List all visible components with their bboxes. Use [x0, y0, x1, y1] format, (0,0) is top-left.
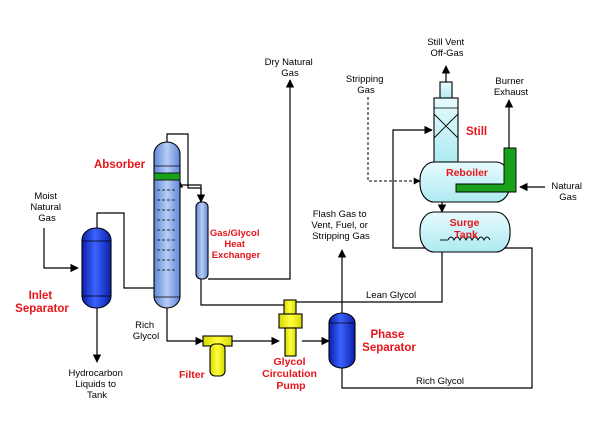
label-absorber: Absorber	[94, 159, 146, 171]
label-hydrocarbon-liquids: Hydrocarbon Liquids to Tank	[68, 368, 125, 401]
label-rich-glycol-return: Rich Glycol	[416, 376, 464, 387]
pipe-separator-to-absorber	[96, 212, 154, 289]
label-burner-exhaust: Burner Exhaust	[494, 76, 529, 98]
pipe-lean-glycol-to-absorber-top	[174, 179, 202, 202]
label-moist-natural-gas: Moist Natural Gas	[30, 191, 63, 224]
label-lean-glycol: Lean Glycol	[366, 290, 416, 301]
glycol-circulation-pump	[278, 299, 303, 357]
label-inlet-separator: Inlet Separator	[15, 290, 69, 315]
reboiler	[419, 147, 517, 203]
label-gas-glycol-heat-exchanger: Gas/Glycol Heat Exchanger	[210, 228, 262, 261]
label-surge-tank: Surge Tank	[450, 217, 483, 241]
label-reboiler: Reboiler	[446, 167, 488, 179]
pipe-rich-glycol-return	[341, 125, 533, 389]
gas-glycol-heat-exchanger	[195, 201, 209, 280]
label-natural-gas: Natural Gas	[551, 181, 584, 203]
pipe-dry-natural-gas	[208, 79, 295, 280]
label-flash-gas: Flash Gas to Vent, Fuel, or Stripping Ga…	[311, 209, 370, 242]
pipe-moist-gas-inlet	[43, 228, 79, 273]
surge-tank	[419, 211, 511, 253]
label-phase-separator: Phase Separator	[362, 329, 416, 354]
label-still-vent: Still Vent Off-Gas	[427, 37, 467, 59]
labels: Dry Natural Gas Still Vent Off-Gas Strip…	[15, 37, 584, 401]
pipe-stripping-gas	[367, 97, 421, 185]
label-dry-natural-gas: Dry Natural Gas	[265, 57, 316, 79]
still-column	[433, 81, 459, 163]
absorber-column	[153, 141, 181, 309]
label-stripping-gas: Stripping Gas	[346, 74, 386, 96]
pipe-rich-glycol-to-filter	[166, 306, 204, 346]
inlet-separator	[81, 227, 112, 309]
label-filter: Filter	[179, 369, 205, 381]
label-still: Still	[466, 126, 487, 138]
phase-separator	[328, 312, 356, 369]
filter	[202, 335, 233, 377]
label-rich-glycol-absorber: Rich Glycol	[133, 320, 159, 342]
label-glycol-circulation-pump: Glycol Circulation Pump	[262, 356, 320, 392]
